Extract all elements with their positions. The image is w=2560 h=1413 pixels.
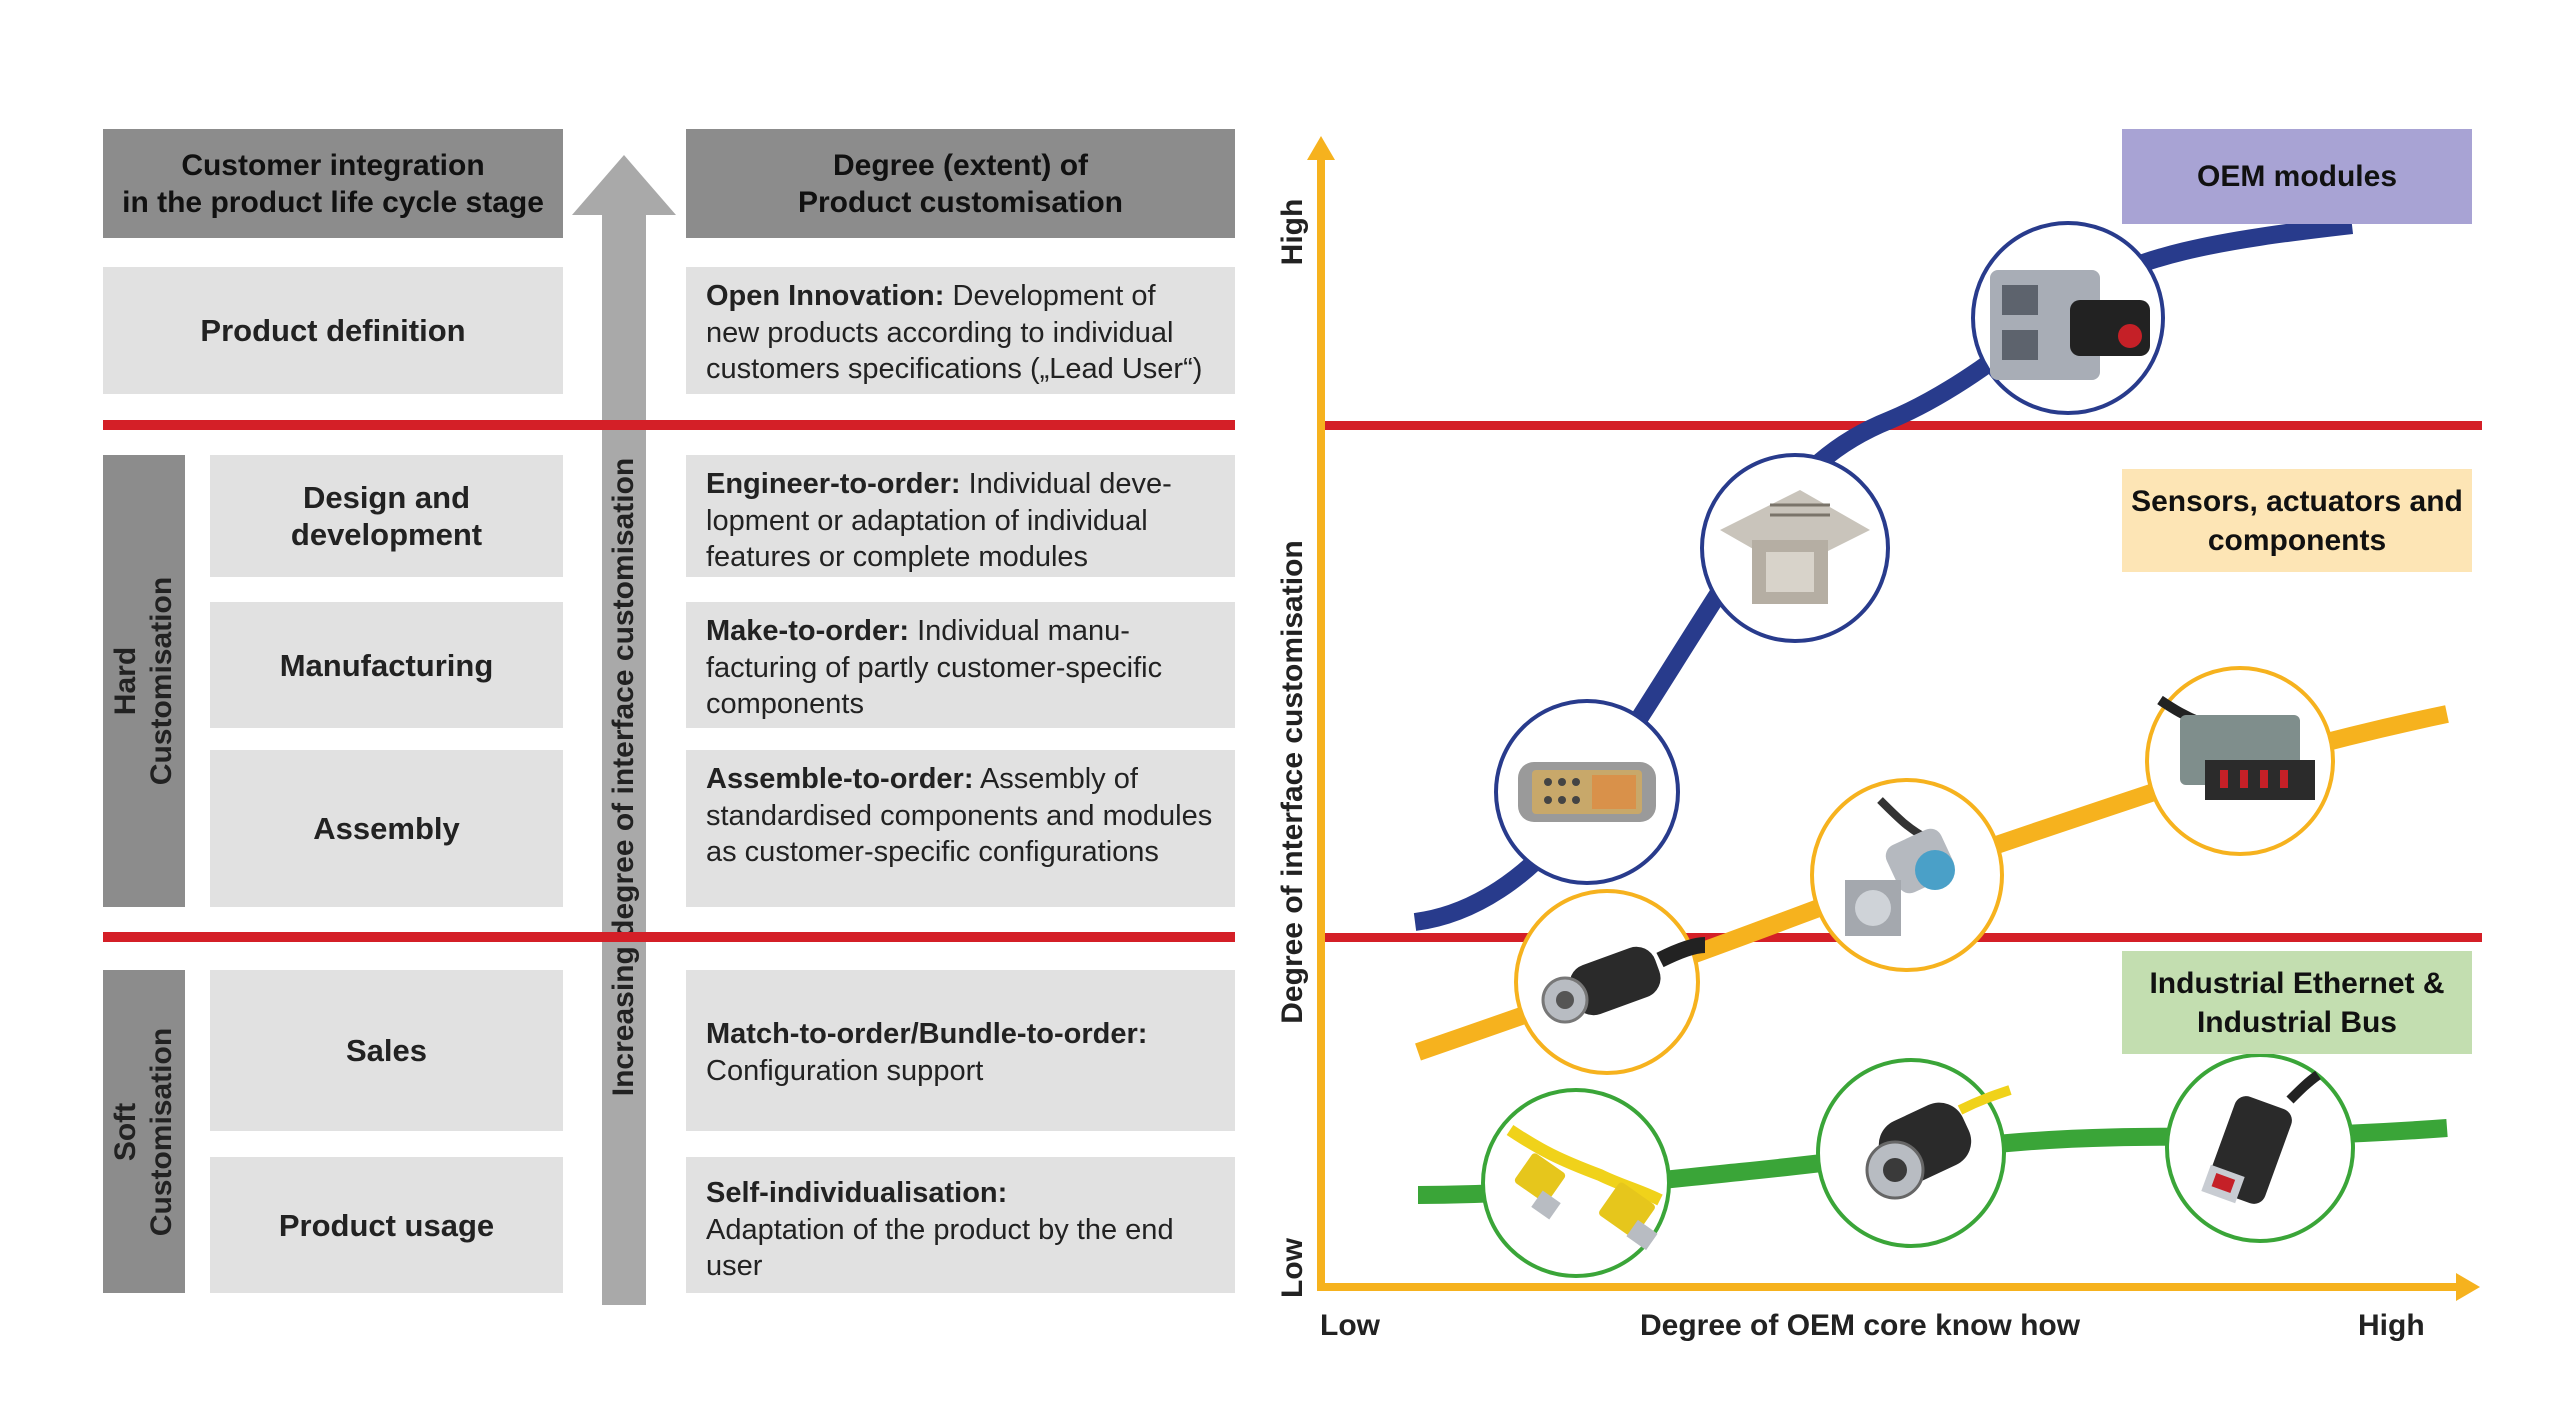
desc-term: Open Innovation: [706,280,945,312]
sensor-product-m12-cable-icon [1514,889,1706,1075]
oem-product-module-frame-icon [1700,453,1890,643]
desc-match-to-order: Match-to-order/Bundle-to-order: Configura… [686,970,1235,1131]
desc-term: Make-to-order: [706,615,910,647]
y-axis-arrowhead [1307,136,1335,160]
desc-self-individualisation: Self-individualisation: Adaptation of the… [686,1157,1235,1293]
desc-text: Development of new products according to… [706,280,1203,385]
desc-text: Individual manu-facturing of partly cust… [706,615,1163,720]
divider-upper [1322,421,2482,430]
oem-chart [1307,136,2482,1301]
stage-product-usage: Product usage [210,1157,563,1293]
stage-manufacturing: Manufacturing [210,602,563,728]
stage-assembly: Assembly [210,750,563,907]
stage-design-development: Design and development [210,455,563,577]
soft-customisation-group: Soft Customisation [103,970,185,1293]
hard-customisation-group: Hard Customisation [103,455,185,907]
x-axis-label: Degree of OEM core know how [1640,1309,2081,1342]
sensor-product-rectangular-connector-icon [2145,666,2335,856]
divider-left-bottom [103,932,1235,942]
desc-text: Adaptation of the product by the end use… [706,1213,1174,1283]
desc-make-to-order: Make-to-order: Individual manu-facturing… [686,602,1235,728]
category-industrial-ethernet: Industrial Ethernet & Industrial Bus [2122,951,2472,1054]
soft-customisation-label: Soft Customisation [109,1027,178,1236]
desc-term: Match-to-order/Bundle-to-order: [706,1018,1148,1050]
desc-term: Engineer-to-order: [706,468,961,500]
header-lifecycle-stage: Customer integration in the product life… [103,129,563,238]
hard-customisation-label: Hard Customisation [109,576,178,786]
oem-product-dual-connector-icon [1971,221,2165,415]
x-axis-arrowhead [2456,1273,2480,1301]
sensor-product-circular-connector-icon [1810,778,2004,972]
header-customisation-degree: Degree (extent) of Product customisation [686,129,1235,238]
ethernet-product-rj45-cables-icon [1481,1088,1671,1278]
y-axis-high-label: High [1276,198,1309,266]
category-oem-modules: OEM modules [2122,129,2472,224]
x-axis-low-label: Low [1320,1309,1380,1342]
y-axis-low-label: Low [1276,1238,1309,1298]
oem-product-large-housing-icon [1494,699,1680,885]
increasing-arrow [572,155,676,1305]
desc-assemble-to-order: Assemble-to-order: Assembly of standardi… [686,750,1235,907]
desc-text: Configuration support [706,1054,984,1087]
x-axis-high-label: High [2358,1309,2425,1342]
desc-text: Assembly of standardised components and … [706,763,1213,868]
ethernet-product-push-pull-connector-icon [2165,1053,2355,1243]
stage-sales: Sales [210,970,563,1131]
y-axis-label: Degree of interface customisation [1276,540,1309,1024]
arrow-label: Increasing degree of interface customisa… [607,457,640,1097]
ethernet-product-m12-connector-icon [1816,1058,2012,1248]
stage-product-definition: Product definition [103,267,563,394]
desc-term: Assemble-to-order: [706,763,974,795]
category-sensors-actuators: Sensors, actuators and components [2122,469,2472,572]
y-axis [1317,152,1325,1290]
desc-text: Individual deve-lopment or adaptation of… [706,468,1172,573]
desc-open-innovation: Open Innovation: Development of new prod… [686,267,1235,394]
x-axis [1317,1283,2467,1291]
desc-engineer-to-order: Engineer-to-order: Individual deve-lopme… [686,455,1235,577]
divider-left-top [103,420,1235,430]
desc-term: Self-individualisation: [706,1177,1008,1209]
